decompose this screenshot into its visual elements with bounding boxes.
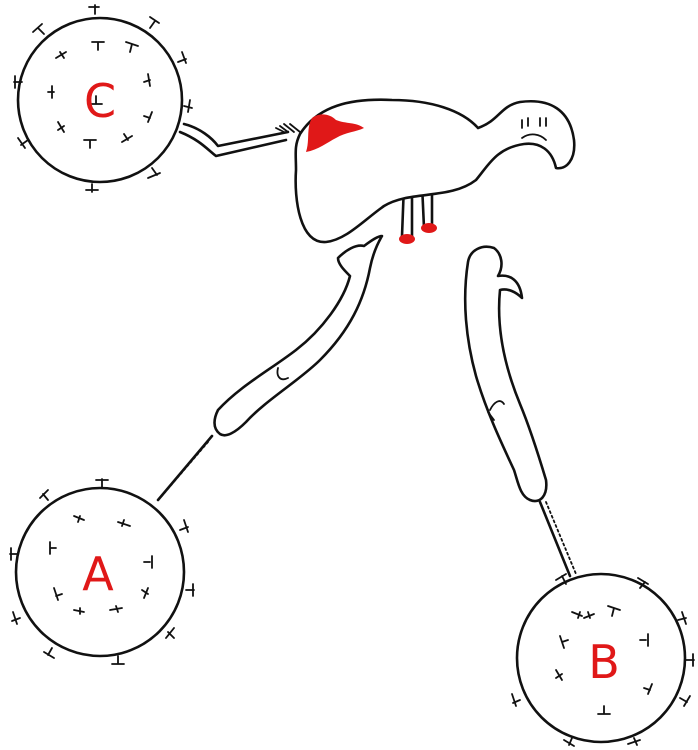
cell-b: B — [512, 574, 694, 746]
cell-a-label: A — [82, 547, 114, 601]
probe-b-tether-texture — [546, 502, 576, 574]
probe-b — [465, 247, 576, 576]
cell-a: A — [10, 479, 194, 664]
cell-c-label: C — [84, 74, 116, 128]
probe-b-body — [465, 247, 546, 501]
creature-foot-right — [421, 223, 437, 233]
liver-creature — [180, 100, 574, 244]
probe-a-body — [215, 236, 383, 435]
probe-a — [158, 236, 382, 500]
cell-b-label: B — [588, 635, 620, 689]
probe-b-tether — [540, 502, 570, 576]
creature-foot-left — [399, 234, 415, 244]
probe-a-tether-texture — [160, 442, 208, 498]
cell-c: C — [14, 5, 192, 192]
